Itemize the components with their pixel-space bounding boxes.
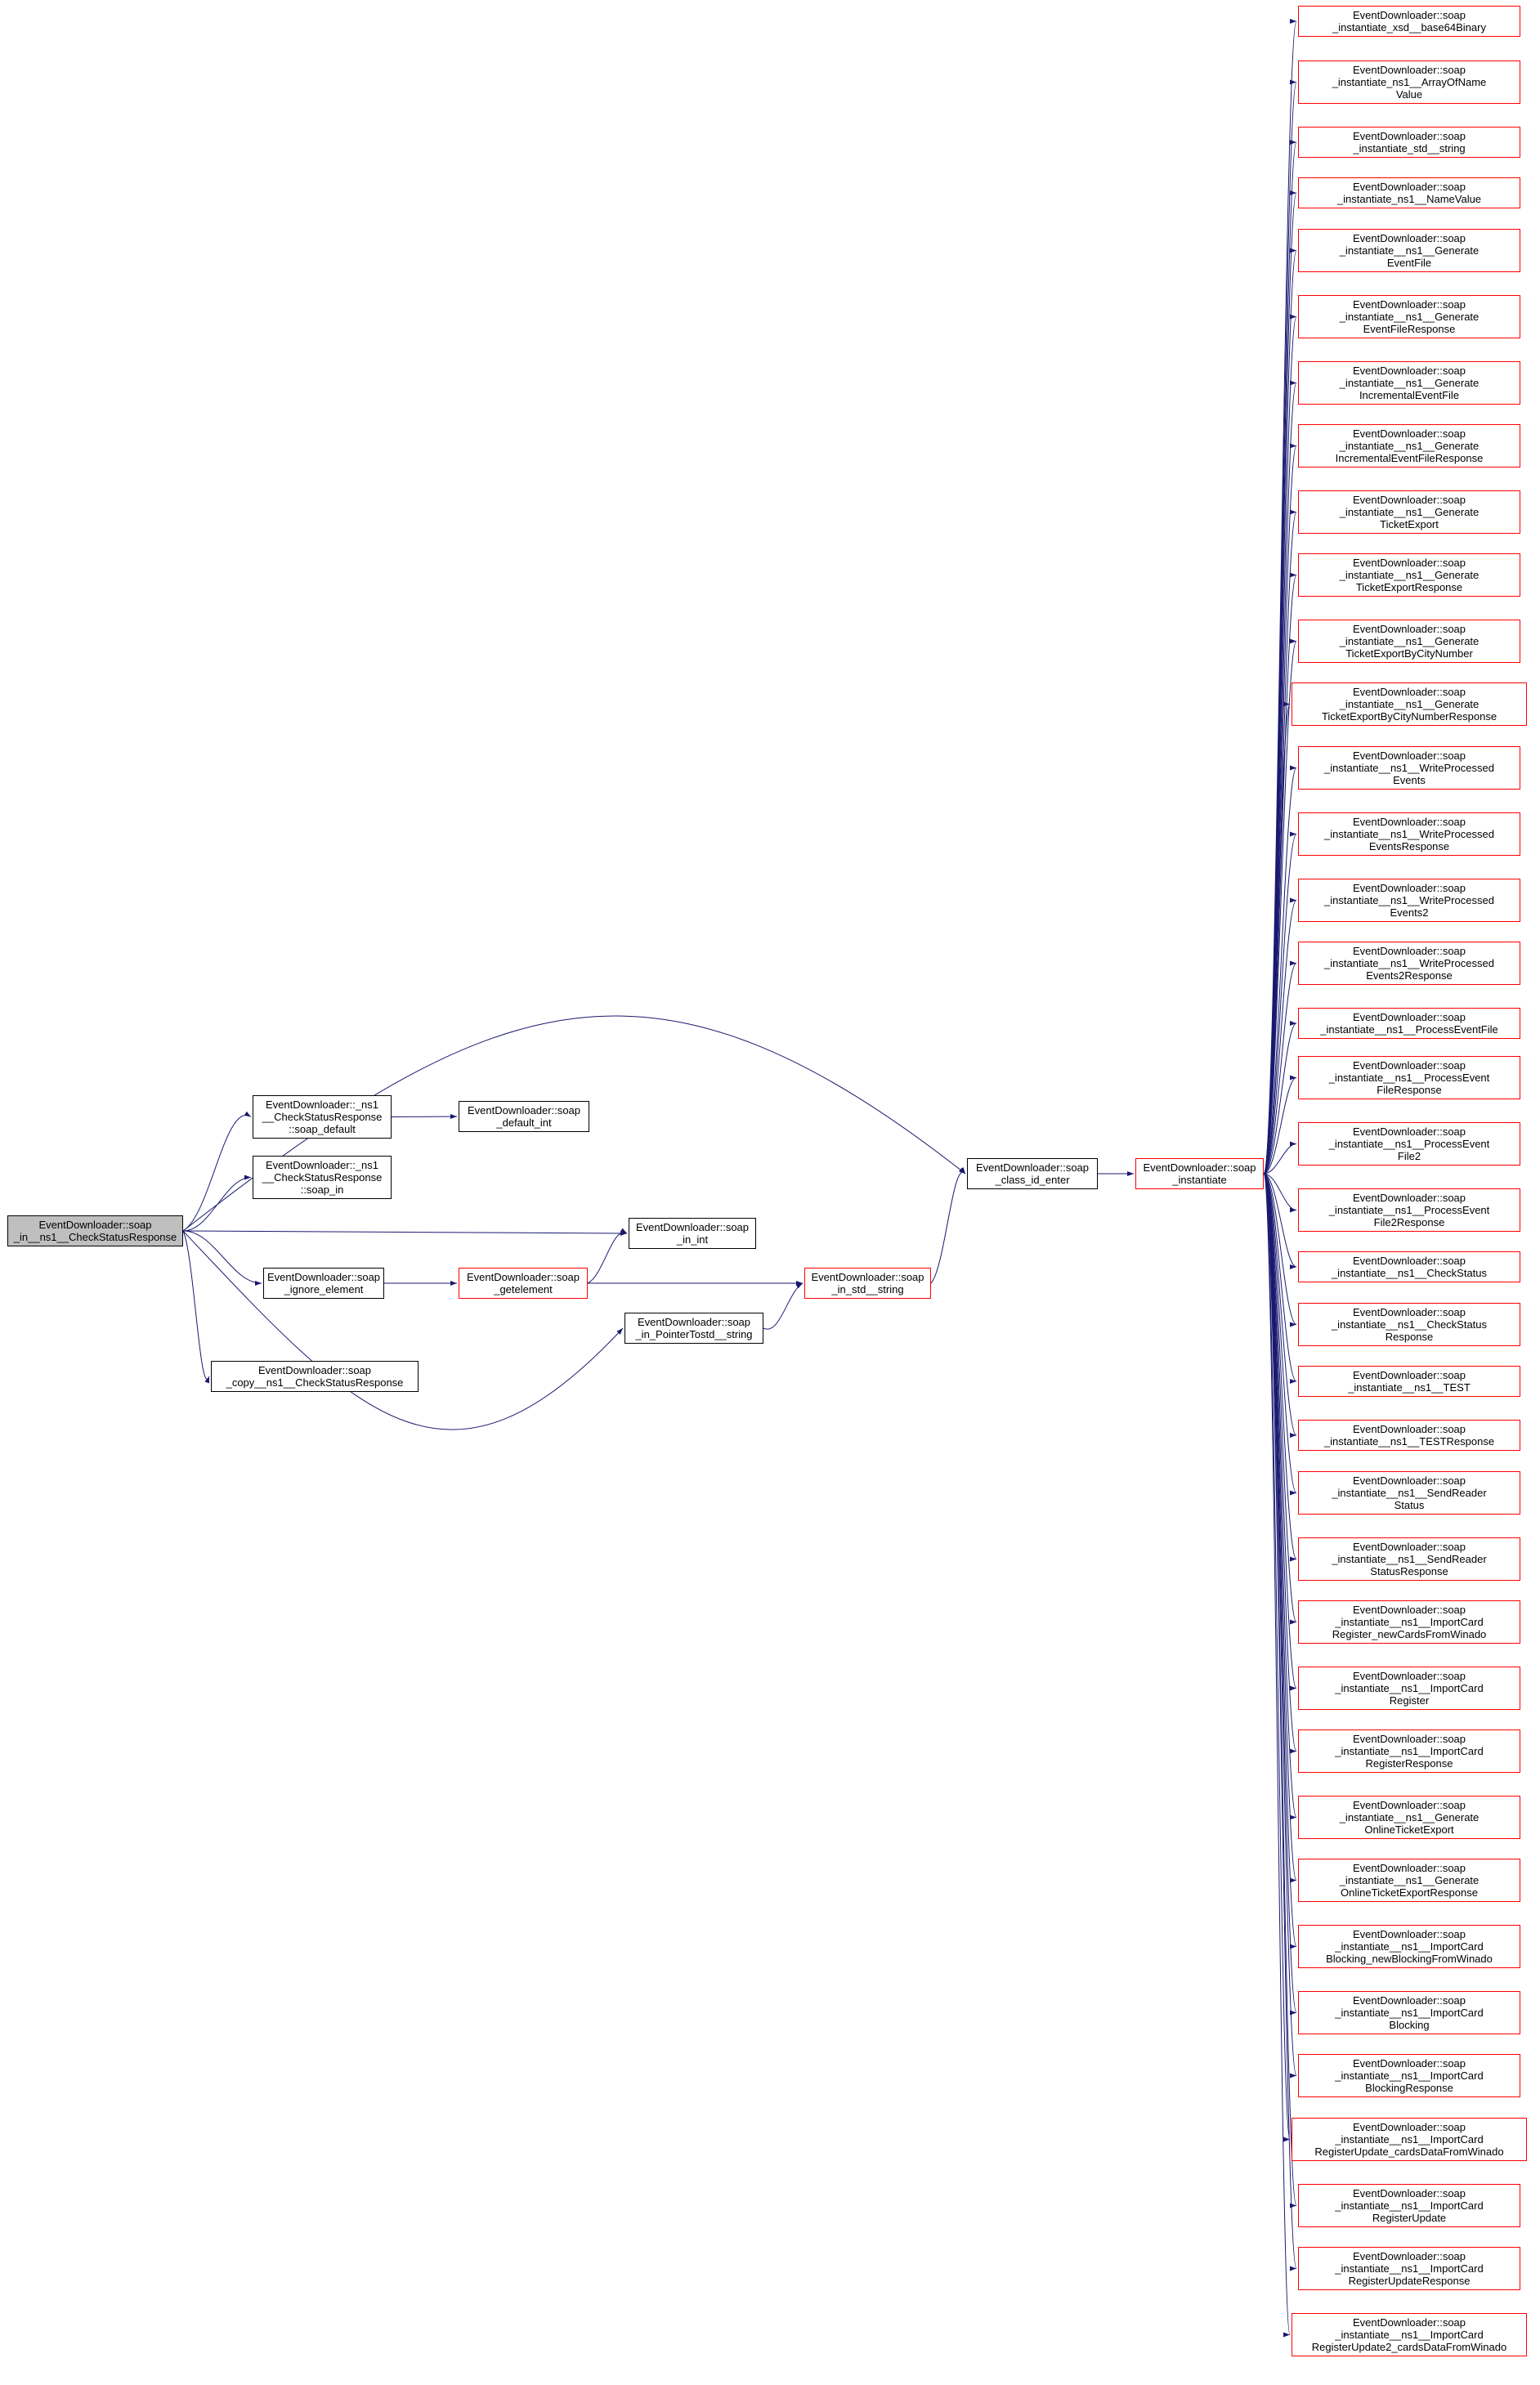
node-soap-instantiate-ns1-generate-ticket-export-by-city-number-response[interactable]: EventDownloader::soap _instantiate__ns1_… [1292,682,1527,726]
node-check-status-response-soap-in[interactable]: EventDownloader::_ns1 __CheckStatusRespo… [253,1156,392,1199]
call-edge [391,1114,458,1120]
node-soap-instantiate-ns1-process-event-file2[interactable]: EventDownloader::soap _instantiate__ns1_… [1298,1122,1520,1166]
node-soap-instantiate-ns1-generate-ticket-export-response[interactable]: EventDownloader::soap _instantiate__ns1_… [1298,553,1520,597]
call-edge [1263,960,1297,1175]
node-soap-instantiate-ns1-import-card-blocking-response[interactable]: EventDownloader::soap _instantiate__ns1_… [1298,2054,1520,2097]
call-edge [182,1230,624,1430]
node-soap-instantiate-ns1-check-status[interactable]: EventDownloader::soap _instantiate__ns1_… [1298,1251,1520,1282]
node-soap-getelement[interactable]: EventDownloader::soap _getelement [459,1268,588,1299]
call-edge [1263,701,1291,1175]
node-soap-default-int[interactable]: EventDownloader::soap _default_int [459,1101,589,1132]
node-soap-instantiate-std-string[interactable]: EventDownloader::soap _instantiate_std__… [1298,127,1520,158]
call-edge [1263,1173,1297,1213]
node-soap-instantiate-ns1-generate-event-file[interactable]: EventDownloader::soap _instantiate__ns1_… [1298,229,1520,272]
node-soap-instantiate-ns1-import-card-blocking-new-blocking-from-winado[interactable]: EventDownloader::soap _instantiate__ns1_… [1298,1925,1520,1968]
call-edge [1263,1021,1297,1175]
call-edge [930,1166,966,1284]
node-soap-instantiate-ns1-generate-incremental-event-file[interactable]: EventDownloader::soap _instantiate__ns1_… [1298,361,1520,405]
call-edge [1263,1173,1297,2078]
node-soap-instantiate-ns1-import-card-register-update-cards-data-from-winado[interactable]: EventDownloader::soap _instantiate__ns1_… [1292,2118,1527,2161]
node-soap-instantiate-ns1-write-processed-events-response[interactable]: EventDownloader::soap _instantiate__ns1_… [1298,812,1520,856]
node-soap-instantiate-xsd-base64binary[interactable]: EventDownloader::soap _instantiate_xsd__… [1298,6,1520,37]
node-soap-instantiate-ns1-process-event-file-response[interactable]: EventDownloader::soap _instantiate__ns1_… [1298,1056,1520,1099]
call-edge [1263,831,1297,1175]
call-edge [1263,1173,1297,1496]
node-soap-instantiate-ns1-import-card-register-update-response[interactable]: EventDownloader::soap _instantiate__ns1_… [1298,2247,1520,2290]
node-soap-instantiate-ns1-name-value[interactable]: EventDownloader::soap _instantiate_ns1__… [1298,177,1520,208]
call-edge [182,1230,628,1236]
node-soap-instantiate-ns1-test[interactable]: EventDownloader::soap _instantiate__ns1_… [1298,1366,1520,1397]
call-edge [763,1282,804,1330]
call-edge [1263,1173,1297,1327]
node-check-status-response-soap-default[interactable]: EventDownloader::_ns1 __CheckStatusRespo… [253,1095,392,1139]
node-soap-class-id-enter[interactable]: EventDownloader::soap _class_id_enter [967,1158,1098,1189]
node-soap-ignore-element[interactable]: EventDownloader::soap _ignore_element [263,1268,384,1299]
node-soap-in-ns1-check-status-response[interactable]: EventDownloader::soap _in__ns1__CheckSta… [7,1215,183,1246]
node-soap-instantiate-ns1-write-processed-events2-response[interactable]: EventDownloader::soap _instantiate__ns1_… [1298,942,1520,985]
node-soap-instantiate-ns1-import-card-register-update2-cards-data-from-winado[interactable]: EventDownloader::soap _instantiate__ns1_… [1292,2313,1527,2356]
call-edge [1263,1173,1297,2271]
call-edge [1263,638,1297,1175]
call-edge [1263,1173,1297,1384]
node-soap-instantiate-ns1-import-card-register-response[interactable]: EventDownloader::soap _instantiate__ns1_… [1298,1729,1520,1773]
node-soap-instantiate-ns1-test-response[interactable]: EventDownloader::soap _instantiate__ns1_… [1298,1420,1520,1451]
call-edge [182,1230,210,1384]
node-soap-instantiate-ns1-generate-ticket-export[interactable]: EventDownloader::soap _instantiate__ns1_… [1298,490,1520,534]
node-soap-instantiate-ns1-generate-incremental-event-file-response[interactable]: EventDownloader::soap _instantiate__ns1_… [1298,424,1520,468]
call-edge [587,1228,628,1284]
call-edge [1263,1141,1297,1175]
node-soap-instantiate-ns1-send-reader-status-response[interactable]: EventDownloader::soap _instantiate__ns1_… [1298,1537,1520,1581]
call-edge [182,1111,252,1232]
node-soap-instantiate-ns1-import-card-blocking[interactable]: EventDownloader::soap _instantiate__ns1_… [1298,1991,1520,2034]
call-edge [1263,1075,1297,1175]
node-soap-instantiate-ns1-import-card-register-update[interactable]: EventDownloader::soap _instantiate__ns1_… [1298,2184,1520,2227]
node-soap-instantiate-ns1-generate-online-ticket-export[interactable]: EventDownloader::soap _instantiate__ns1_… [1298,1796,1520,1839]
node-soap-copy-ns1-check-status-response[interactable]: EventDownloader::soap _copy__ns1__CheckS… [211,1361,419,1392]
call-edge [1263,1173,1297,1269]
node-soap-instantiate-ns1-write-processed-events2[interactable]: EventDownloader::soap _instantiate__ns1_… [1298,879,1520,922]
node-soap-instantiate-ns1-check-status-response[interactable]: EventDownloader::soap _instantiate__ns1_… [1298,1303,1520,1346]
call-edge [182,1230,262,1286]
call-edge [1263,1173,1291,2337]
call-edge [1263,1173,1297,1438]
node-soap-instantiate-ns1-write-processed-events[interactable]: EventDownloader::soap _instantiate__ns1_… [1298,746,1520,790]
node-soap-instantiate-ns1-import-card-register-new-cards-from-winado[interactable]: EventDownloader::soap _instantiate__ns1_… [1298,1600,1520,1644]
node-soap-instantiate-ns1-generate-ticket-export-by-city-number[interactable]: EventDownloader::soap _instantiate__ns1_… [1298,620,1520,663]
node-soap-instantiate-ns1-process-event-file2-response[interactable]: EventDownloader::soap _instantiate__ns1_… [1298,1188,1520,1232]
node-soap-in-int[interactable]: EventDownloader::soap _in_int [629,1218,756,1249]
node-soap-instantiate-ns1-send-reader-status[interactable]: EventDownloader::soap _instantiate__ns1_… [1298,1471,1520,1515]
node-soap-instantiate-ns1-import-card-register[interactable]: EventDownloader::soap _instantiate__ns1_… [1298,1667,1520,1710]
call-edge [1263,1173,1291,2141]
node-soap-instantiate[interactable]: EventDownloader::soap _instantiate [1135,1158,1264,1189]
node-soap-instantiate-ns1-generate-online-ticket-export-response[interactable]: EventDownloader::soap _instantiate__ns1_… [1298,1859,1520,1902]
call-edge [1263,897,1297,1175]
node-soap-instantiate-ns1-generate-event-file-response[interactable]: EventDownloader::soap _instantiate__ns1_… [1298,295,1520,338]
call-edge [1263,765,1297,1175]
node-soap-in-std-string[interactable]: EventDownloader::soap _in_std__string [804,1268,931,1299]
node-soap-instantiate-ns1-array-of-name-value[interactable]: EventDownloader::soap _instantiate_ns1__… [1298,60,1520,104]
node-soap-in-pointer-to-std-string[interactable]: EventDownloader::soap _in_PointerTostd__… [625,1313,763,1344]
node-soap-instantiate-ns1-process-event-file[interactable]: EventDownloader::soap _instantiate__ns1_… [1298,1008,1520,1039]
call-edge [1263,1173,1297,1562]
